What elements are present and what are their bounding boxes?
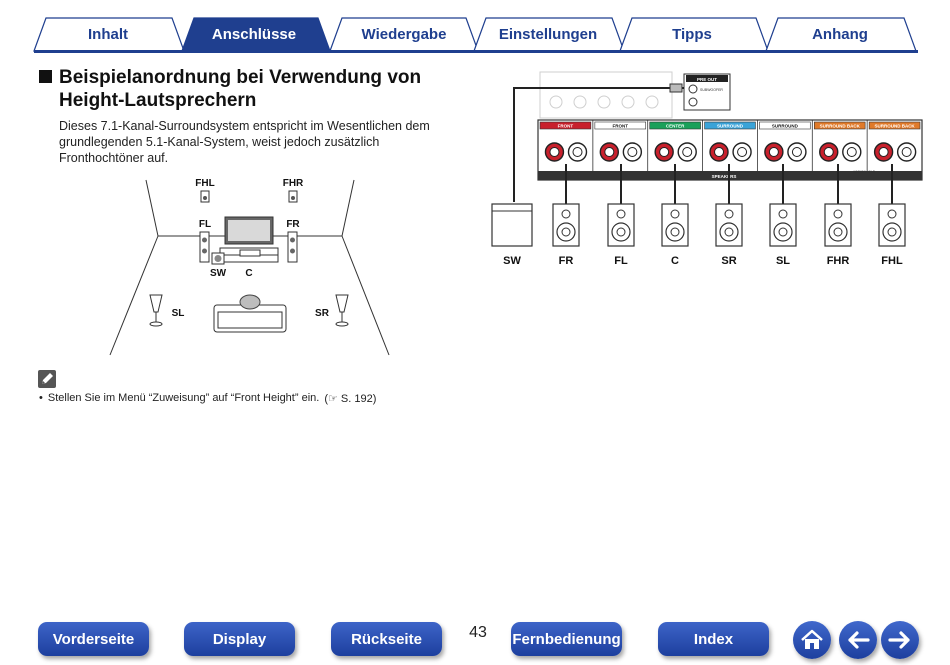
section-intro: Dieses 7.1-Kanal-Surroundsystem entspric… [59, 119, 430, 165]
speaker-label-sw: SW [503, 255, 521, 267]
terminal-label-2: CENTER [666, 124, 685, 129]
speaker-label-sr: SR [721, 255, 736, 267]
fr-speaker-icon [287, 231, 298, 263]
page-number: 43 [469, 624, 487, 641]
display-button[interactable]: Display [184, 622, 295, 656]
label-fl: FL [199, 219, 211, 230]
terminal-label-1: FRONT [613, 124, 629, 129]
label-sr: SR [315, 308, 330, 319]
subwoofer-cable [513, 83, 684, 202]
terminal-3: SURROUND [702, 120, 756, 171]
terminal-1: FRONT [592, 120, 647, 171]
pre-out-panel: PRE OUT SUBWOOFER [683, 73, 731, 111]
label-sw: SW [210, 268, 227, 279]
note-text: Stellen Sie im Menü “Zuweisung” auf “Fro… [47, 392, 320, 404]
section-title: Beispielanordnung bei Verwendung von Hei… [59, 67, 422, 111]
home-icon [801, 629, 823, 649]
pre-out-label: PRE OUT [697, 77, 717, 82]
terminal-group: FRONT FRONT CENTER SURROUND SURROUND SURROUND… [539, 120, 921, 171]
speaker-c [661, 164, 689, 247]
fhr-speaker-icon [288, 190, 298, 203]
terminal-6: SURROUND BACK [866, 120, 921, 171]
pencil-icon [38, 370, 56, 388]
terminal-0: FRONT [539, 121, 592, 162]
home-button[interactable] [793, 621, 831, 659]
tab-wiedergabe[interactable]: Wiedergabe [361, 25, 447, 43]
speaker-group [552, 164, 906, 247]
room-layout-diagram: FHL FHR FL FR SW C SL SR [109, 178, 390, 356]
speaker-label-fhl: FHL [881, 255, 903, 267]
tab-anhang[interactable]: Anhang [812, 25, 868, 43]
sl-speaker-icon [149, 294, 163, 327]
terminal-5: SURROUND BACK [811, 120, 866, 171]
center-speaker-icon [239, 249, 261, 257]
speaker-fhr [824, 164, 852, 247]
fhl-speaker-icon [200, 190, 210, 203]
tab-underline [34, 50, 918, 53]
terminal-label-5: SURROUND BACK [820, 124, 861, 129]
sw-box [491, 203, 533, 247]
terminal-label-6: SURROUND BACK [874, 124, 915, 129]
label-fhl: FHL [195, 178, 214, 189]
note-bullet: • [39, 392, 43, 404]
wiring-diagram: PRE OUT SUBWOOFER SPEAKERS ASSIGNABLE FR… [491, 71, 923, 267]
assignable-label: ASSIGNABLE [853, 170, 876, 174]
speakers-label: SPEAKERS [712, 174, 737, 179]
tab-anschluesse[interactable]: Anschlüsse [211, 25, 297, 43]
tab-inhalt[interactable]: Inhalt [88, 25, 128, 43]
sofa-icon [213, 294, 287, 333]
forward-button[interactable] [881, 621, 919, 659]
arrow-left-icon [848, 631, 870, 649]
heading-square-icon [39, 70, 52, 83]
terminal-4: SURROUND [757, 120, 811, 171]
label-c: C [245, 268, 252, 279]
subwoofer-icon [211, 252, 225, 265]
speaker-fhl [878, 164, 906, 247]
speaker-fr [552, 164, 580, 247]
speaker-sl [769, 164, 797, 247]
terminal-label-4: SURROUND [772, 124, 799, 129]
tab-einstellungen[interactable]: Einstellungen [498, 25, 598, 43]
index-button[interactable]: Index [658, 622, 769, 656]
fernbedienung-button[interactable]: Fernbedienung [511, 622, 622, 656]
vorderseite-button[interactable]: Vorderseite [38, 622, 149, 656]
subwoofer-label: SUBWOOFER [700, 88, 723, 92]
speaker-label-fr: FR [559, 255, 574, 267]
arrow-right-icon [888, 631, 910, 649]
terminal-2: CENTER [647, 120, 701, 171]
terminal-label-0: FRONT [558, 124, 574, 129]
tv-icon [219, 216, 279, 263]
speaker-fl [607, 164, 635, 247]
label-fhr: FHR [283, 178, 304, 189]
rueckseite-button[interactable]: Rückseite [331, 622, 442, 656]
speaker-label-fhr: FHR [827, 255, 850, 267]
label-fr: FR [286, 219, 300, 230]
speaker-label-c: C [671, 255, 679, 267]
label-sl: SL [172, 308, 185, 319]
fl-speaker-icon [199, 231, 210, 263]
note-item: • Stellen Sie im Menü “Zuweisung” auf “F… [39, 392, 376, 405]
note-page-reference[interactable]: (☞ S. 192) [324, 393, 377, 405]
back-button[interactable] [839, 621, 877, 659]
terminal-label-3: SURROUND [717, 124, 744, 129]
speaker-sr [715, 164, 743, 247]
speaker-label-sl: SL [776, 255, 790, 267]
tab-tipps[interactable]: Tipps [672, 25, 712, 43]
speaker-label-group: SW FR FL C SR SL FHR FHL [503, 255, 903, 267]
sr-speaker-icon [335, 294, 349, 327]
speaker-label-fl: FL [614, 255, 628, 267]
tab-bar: Inhalt Anschlüsse Wiedergabe Einstellung… [0, 0, 950, 56]
